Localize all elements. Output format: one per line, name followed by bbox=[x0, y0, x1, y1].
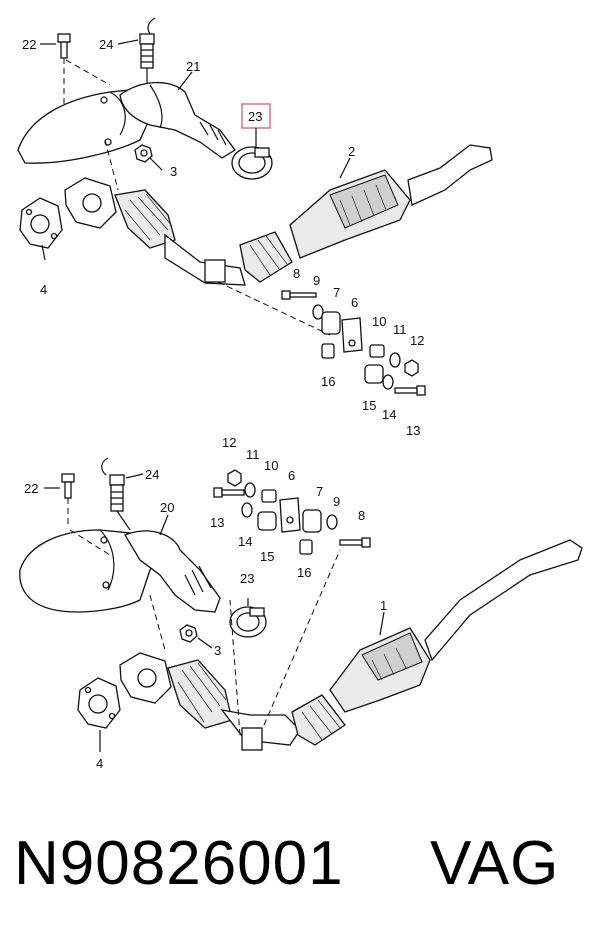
label-9-lower: 9 bbox=[333, 494, 340, 509]
exhaust-manifold-pipe-21 bbox=[119, 81, 236, 159]
label-16-lower: 16 bbox=[297, 565, 311, 580]
exhaust-pipe-1 bbox=[119, 539, 583, 751]
label-4-upper: 4 bbox=[40, 282, 47, 297]
bolt-22-lower bbox=[61, 473, 75, 528]
hanger-hardware-upper bbox=[281, 290, 426, 396]
label-16-upper: 16 bbox=[321, 374, 335, 389]
label-22-upper: 22 bbox=[22, 37, 36, 52]
hanger-hardware-lower bbox=[213, 469, 371, 555]
label-2-upper: 2 bbox=[348, 144, 355, 159]
labels-lower: 12 11 10 6 22 24 7 9 8 20 13 14 15 16 23… bbox=[24, 435, 387, 771]
labels-upper: 22 24 21 23 3 2 4 8 9 7 6 10 11 12 16 15… bbox=[22, 37, 424, 438]
label-20-lower: 20 bbox=[160, 500, 174, 515]
upper-assembly: 22 24 21 23 3 2 4 8 9 7 6 10 11 12 16 15… bbox=[17, 17, 493, 438]
label-11-upper: 11 bbox=[393, 322, 407, 337]
label-13-upper: 13 bbox=[406, 423, 420, 438]
leader-lines-upper bbox=[40, 39, 351, 261]
nut-3-lower bbox=[179, 624, 198, 643]
oxygen-sensor-24-lower bbox=[101, 457, 131, 531]
lower-assembly: 12 11 10 6 22 24 7 9 8 20 13 14 15 16 23… bbox=[19, 435, 583, 771]
bolt-22-upper bbox=[57, 33, 71, 108]
label-14-lower: 14 bbox=[238, 534, 252, 549]
label-15-lower: 15 bbox=[260, 549, 274, 564]
label-8-upper: 8 bbox=[293, 266, 300, 281]
clamp-23-upper bbox=[231, 146, 273, 180]
label-3-upper: 3 bbox=[170, 164, 177, 179]
label-21-upper: 21 bbox=[186, 59, 200, 74]
label-12-upper: 12 bbox=[410, 333, 424, 348]
label-10-lower: 10 bbox=[264, 458, 278, 473]
label-15-upper: 15 bbox=[362, 398, 376, 413]
label-23-upper: 23 bbox=[248, 109, 262, 124]
label-7-upper: 7 bbox=[333, 285, 340, 300]
label-7-lower: 7 bbox=[316, 484, 323, 499]
label-8-lower: 8 bbox=[358, 508, 365, 523]
brand-name: VAG bbox=[430, 829, 560, 898]
label-24-lower: 24 bbox=[145, 467, 159, 482]
gasket-4-upper bbox=[19, 197, 63, 249]
label-6-lower: 6 bbox=[288, 468, 295, 483]
label-11-lower: 11 bbox=[246, 447, 260, 462]
label-10-upper: 10 bbox=[372, 314, 386, 329]
oxygen-sensor-24-upper bbox=[139, 17, 156, 84]
label-22-lower: 22 bbox=[24, 481, 38, 496]
footer: N90826001 VAG bbox=[0, 828, 600, 938]
label-24-upper: 24 bbox=[99, 37, 113, 52]
label-12-lower: 12 bbox=[222, 435, 236, 450]
heat-shield-lower bbox=[19, 529, 158, 613]
exhaust-pipe-2 bbox=[64, 144, 493, 336]
label-23-lower: 23 bbox=[240, 571, 254, 586]
part-number: N90826001 bbox=[14, 829, 344, 898]
exhaust-manifold-20 bbox=[124, 530, 221, 613]
label-14-upper: 14 bbox=[382, 407, 396, 422]
label-1-lower: 1 bbox=[380, 598, 387, 613]
label-13-lower: 13 bbox=[210, 515, 224, 530]
label-4-lower: 4 bbox=[96, 756, 103, 771]
label-9-upper: 9 bbox=[313, 273, 320, 288]
label-3-lower: 3 bbox=[214, 643, 221, 658]
nut-3-upper bbox=[134, 144, 153, 163]
leader-lines-lower bbox=[44, 473, 385, 752]
label-6-upper: 6 bbox=[351, 295, 358, 310]
clamp-23-lower bbox=[229, 606, 267, 638]
gasket-4-lower bbox=[77, 677, 121, 729]
